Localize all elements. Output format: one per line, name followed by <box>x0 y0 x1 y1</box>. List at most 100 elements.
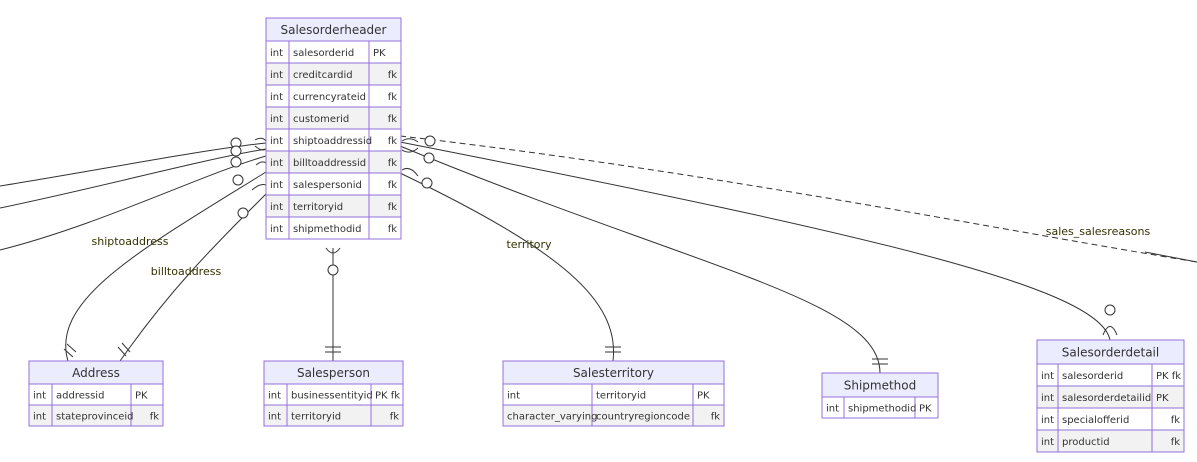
attribute-type: int <box>268 391 281 402</box>
attribute-row: int salesorderdetailid PK <box>1036 385 1185 409</box>
attribute-key: fk <box>711 412 721 423</box>
entity-title: Address <box>72 366 120 380</box>
entity-header <box>1036 339 1185 365</box>
cardinality-many-icon <box>401 138 419 153</box>
attribute-key: fk <box>1171 415 1181 426</box>
attribute-name: territoryid <box>596 391 646 402</box>
relationship-label-territory: territory <box>506 238 552 251</box>
cardinality-zero-icon <box>423 152 435 164</box>
cardinality-one-icon <box>121 342 131 353</box>
attribute-name: salespersonid <box>293 180 362 191</box>
attribute-key: fk <box>1171 437 1181 448</box>
attribute-type: int <box>270 180 283 191</box>
entity-title: Salesorderheader <box>280 23 386 37</box>
relationship-line <box>0 142 267 187</box>
attribute-type: int <box>270 114 283 125</box>
cardinality-zero-icon <box>237 207 249 219</box>
cardinality-many-icon <box>255 161 267 166</box>
attribute-key: fk <box>388 202 398 213</box>
relationship-line <box>399 172 615 362</box>
attribute-key: PK <box>373 48 386 59</box>
attribute-type: int <box>1041 415 1054 426</box>
attribute-key: fk <box>388 114 398 125</box>
attribute-name: shipmethodid <box>848 404 916 415</box>
relationship-lines <box>0 135 1197 374</box>
relationship-line <box>0 148 267 209</box>
attribute-name: countryregioncode <box>596 412 690 423</box>
attribute-key: PK fk <box>1156 371 1181 382</box>
attribute-name: shiptoaddressid <box>293 136 372 147</box>
entity-title: Shipmethod <box>844 379 917 393</box>
attribute-type: int <box>33 412 46 423</box>
cardinality-zero-icon <box>230 145 242 157</box>
attribute-key: fk <box>388 70 398 81</box>
cardinality-one-icon <box>66 343 77 353</box>
attribute-name: customerid <box>293 114 349 125</box>
attribute-row: int salesorderid PK <box>265 40 402 64</box>
attribute-row: int specialofferid fk <box>1036 407 1185 431</box>
attribute-key: fk <box>388 92 398 103</box>
cardinality-zero-icon <box>424 135 436 147</box>
attribute-type: int <box>268 412 281 423</box>
attribute-name: salesorderdetailid <box>1062 393 1151 404</box>
cardinality-many-icon <box>254 137 267 151</box>
attribute-type: int <box>270 48 283 59</box>
attribute-key: fk <box>390 412 400 423</box>
entity-title: Salesterritory <box>573 366 654 380</box>
attribute-name: currencyrateid <box>293 92 366 103</box>
attribute-key: fk <box>388 224 398 235</box>
cardinality-many-icon <box>1102 326 1118 336</box>
attribute-name: shipmethodid <box>293 224 361 235</box>
attribute-type: int <box>270 202 283 213</box>
attribute-name: billtoaddressid <box>293 158 366 169</box>
cardinality-many-icon <box>325 247 341 254</box>
attribute-key: fk <box>388 180 398 191</box>
cardinality-many-icon <box>251 184 267 191</box>
attribute-row: int currencyrateid fk <box>265 84 402 108</box>
attribute-type: int <box>1041 393 1054 404</box>
attribute-type: int <box>270 158 283 169</box>
cardinality-one-icon <box>117 346 127 357</box>
attribute-key: PK fk <box>375 391 400 402</box>
attribute-row: int territoryid PK <box>502 383 725 406</box>
attribute-name: businessentityid <box>291 391 373 402</box>
relationship-line <box>65 171 267 362</box>
attribute-type: int <box>507 391 520 402</box>
cardinality-many-icon <box>401 168 419 177</box>
attribute-row: int salesorderid PK fk <box>1036 363 1185 387</box>
attribute-type: int <box>33 391 46 402</box>
attribute-row: int salespersonid fk <box>265 172 402 196</box>
attribute-name: specialofferid <box>1062 415 1129 426</box>
cardinality-zero-icon <box>327 264 339 276</box>
cardinality-zero-icon <box>1104 304 1116 316</box>
attribute-name: salesorderid <box>1062 371 1123 382</box>
attribute-type: int <box>1041 437 1054 448</box>
attribute-name: addressid <box>56 391 104 402</box>
attribute-key: fk <box>150 412 160 423</box>
cardinality-zero-icon <box>230 156 242 168</box>
attribute-key: fk <box>388 158 398 169</box>
attribute-type: int <box>270 92 283 103</box>
attribute-name: creditcardid <box>293 70 353 81</box>
attribute-key: PK <box>697 391 710 402</box>
cardinality-zero-icon <box>421 177 433 189</box>
attribute-name: salesorderid <box>293 48 354 59</box>
relationship-labels: shiptoaddressbilltoaddressterritorysales… <box>92 225 1151 278</box>
attribute-key: PK <box>1156 393 1169 404</box>
attribute-type: int <box>1041 371 1054 382</box>
attribute-type: int <box>826 404 839 415</box>
relationship-label-shiptoaddress: shiptoaddress <box>92 235 169 248</box>
